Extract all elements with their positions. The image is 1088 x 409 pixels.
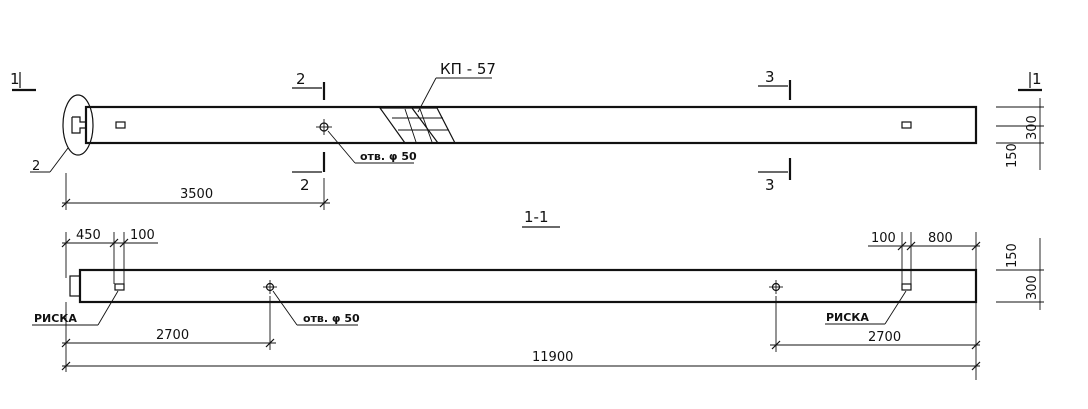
svg-text:3: 3 xyxy=(765,176,775,194)
section-end-stub xyxy=(69,275,81,297)
end-connector-shape xyxy=(71,116,86,134)
svg-text:450: 450 xyxy=(76,228,101,243)
riska-right-label: РИСКА xyxy=(826,311,869,324)
dim-11900: 11900 xyxy=(61,350,981,371)
svg-text:800: 800 xyxy=(928,231,953,246)
svg-text:150: 150 xyxy=(1005,243,1020,268)
kp-leader xyxy=(417,77,437,113)
top-hole-leader xyxy=(327,130,356,164)
dim-3500: 3500 xyxy=(61,173,330,210)
section-mark-2-top: 2 xyxy=(292,70,326,100)
svg-text:2700: 2700 xyxy=(868,330,901,345)
detail-ref-label: 2 xyxy=(32,159,40,174)
top-beam-outline xyxy=(84,105,978,145)
top-hole-label: отв. φ 50 xyxy=(360,150,417,163)
svg-text:300: 300 xyxy=(1025,115,1040,140)
svg-text:2: 2 xyxy=(300,176,310,194)
top-view: 2 отв. φ 50 КП - 57 2 xyxy=(10,60,1044,210)
riska-left-label: РИСКА xyxy=(34,312,77,325)
riska-left-leader xyxy=(97,290,119,326)
section-mark-3-bottom: 3 xyxy=(758,158,792,194)
dim-2700-left: 2700 xyxy=(61,296,276,372)
svg-text:100: 100 xyxy=(871,231,896,246)
section-right-dims: 150 300 xyxy=(996,238,1044,310)
section-left-slot xyxy=(114,283,125,291)
svg-text:11900: 11900 xyxy=(532,350,573,365)
section-mark-2-bottom: 2 xyxy=(292,152,326,194)
embedded-part-kp57 xyxy=(378,107,456,144)
section-mark-3-top: 3 xyxy=(758,68,792,100)
svg-text:2700: 2700 xyxy=(156,328,189,343)
kp-label: КП - 57 xyxy=(440,60,496,78)
riska-right-leader xyxy=(884,290,907,325)
section-title: 1-1 xyxy=(524,208,549,226)
section-hole-leader xyxy=(272,290,298,326)
svg-text:150: 150 xyxy=(1005,143,1020,168)
section-mark-1-right: 1 xyxy=(1018,70,1042,92)
svg-text:1: 1 xyxy=(1032,70,1042,88)
section-right-slot xyxy=(901,283,912,291)
svg-text:2: 2 xyxy=(296,70,306,88)
dims-450-100: 450 100 xyxy=(61,228,158,284)
top-left-slot xyxy=(115,121,126,129)
section-mark-1-left: 1 xyxy=(10,70,36,92)
detail-leader xyxy=(49,147,69,173)
svg-text:300: 300 xyxy=(1025,275,1040,300)
end-detail-callout xyxy=(62,94,94,156)
section-hole-label: отв. φ 50 xyxy=(303,312,360,325)
dims-100-800: 100 800 xyxy=(868,231,981,284)
top-right-dims: 300 150 xyxy=(996,98,1044,170)
section-beam-outline xyxy=(78,268,978,304)
dim-2700-right: 2700 xyxy=(770,296,981,380)
svg-text:3500: 3500 xyxy=(180,187,213,202)
svg-text:3: 3 xyxy=(765,68,775,86)
top-right-slot xyxy=(901,121,912,129)
section-view: отв. φ 50 РИСКА РИСКА 450 100 xyxy=(32,228,1044,380)
svg-text:100: 100 xyxy=(130,228,155,243)
svg-text:1: 1 xyxy=(10,70,20,88)
